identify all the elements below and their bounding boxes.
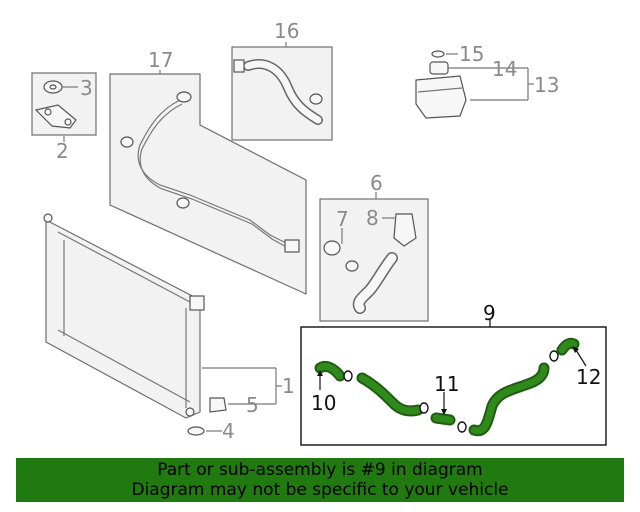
callout-1: 1 [282, 374, 295, 398]
hose-clamp-17b [120, 136, 134, 148]
callout-8: 8 [366, 206, 379, 230]
gasket-bracket-group [31, 72, 97, 142]
leader-line-12 [575, 349, 587, 367]
radiator-fin-line [57, 329, 191, 403]
hose-connector-11 [432, 414, 454, 424]
grommet-hole [49, 84, 57, 90]
hose-clamp-9a [343, 370, 353, 382]
callout-14: 14 [492, 57, 517, 81]
hose-connector-17 [284, 239, 300, 253]
callout-7: 7 [336, 207, 349, 231]
lower-hose-segment-b [470, 364, 548, 435]
callout-10: 10 [311, 391, 336, 415]
bypass-hose-fill [244, 60, 322, 124]
callout-6: 6 [370, 171, 383, 195]
hose-clamp-9d [549, 350, 559, 362]
banner-line-part: Part or sub-assembly is #9 in diagram [157, 460, 483, 480]
callout-3: 3 [80, 76, 93, 100]
upper-hose-6-group [319, 192, 429, 322]
reservoir-hose-part [137, 99, 291, 246]
callout-13: 13 [534, 73, 559, 97]
radiator-core [45, 219, 201, 419]
hose-connector-8 [393, 213, 417, 247]
hose-clamp-16b [309, 93, 323, 105]
hose-16-group [231, 42, 333, 141]
radiator-mount [43, 213, 53, 223]
radiator-outlet-part [189, 295, 205, 311]
radiator-mount [185, 407, 195, 417]
hose-clamp-9c [457, 421, 467, 433]
hose-clamp-16a [233, 59, 245, 73]
lower-hose-segment-a [358, 374, 422, 415]
callout-15: 15 [459, 42, 484, 66]
callout-4: 4 [222, 419, 235, 443]
hose-assembly-17-group [109, 70, 307, 295]
arrow-head-11 [441, 409, 447, 415]
parts-panel-17 [109, 73, 307, 295]
arrow-head-10 [317, 370, 323, 376]
reservoir-tank-part [415, 75, 467, 119]
callout-11: 11 [434, 372, 459, 396]
reservoir-hose-outline [139, 103, 291, 250]
callout-5: 5 [246, 393, 259, 417]
mount-cushion-part [187, 426, 205, 436]
banner-line-disclaimer: Diagram may not be specific to your vehi… [131, 480, 509, 500]
hose-clamp-17a [176, 91, 192, 103]
lower-hose-9-group [300, 320, 607, 446]
reservoir-group [415, 50, 534, 119]
reservoir-cap-part [429, 61, 449, 75]
part-notice-banner: Part or sub-assembly is #9 in diagram Di… [16, 458, 624, 502]
hose-clamp-9b [419, 402, 429, 414]
hose-clamp-17c [176, 197, 190, 209]
callout-17: 17 [148, 48, 173, 72]
radiator-group [43, 213, 282, 436]
hose-elbow-12 [558, 339, 578, 354]
hose-clamp-7 [323, 240, 341, 256]
radiator-fin-line [57, 231, 191, 303]
bracket-hole [64, 118, 72, 126]
upper-radiator-hose-fill [354, 253, 397, 313]
callout-2: 2 [56, 139, 69, 163]
reservoir-seam [417, 87, 463, 93]
hose-elbow-10 [316, 362, 344, 380]
hose-clamp-7b [345, 260, 359, 272]
callout-16: 16 [274, 19, 299, 43]
callout-9: 9 [483, 301, 496, 325]
drain-plug-part [209, 397, 227, 413]
parts-panel-9 [300, 326, 607, 446]
callout-12: 12 [576, 365, 601, 389]
bracket-hole [44, 108, 52, 116]
arrow-head-12 [572, 346, 579, 353]
cap-seal-part [431, 50, 445, 58]
